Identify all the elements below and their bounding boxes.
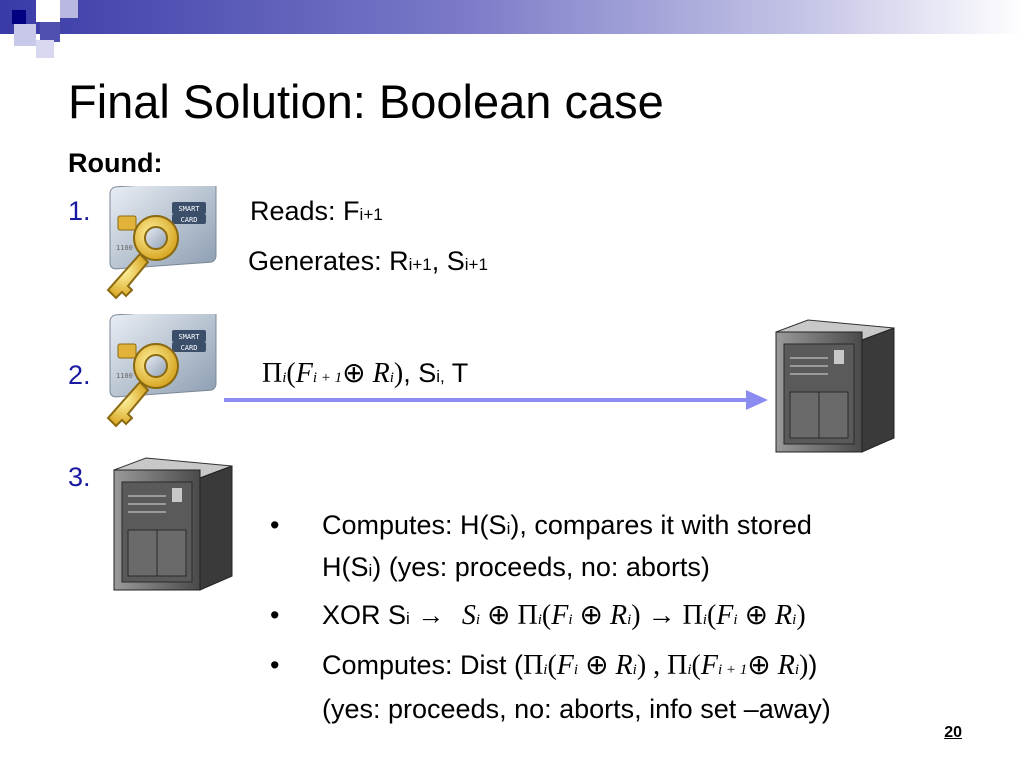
svg-text:SMART: SMART: [178, 333, 200, 341]
bullet-item: • Computes: Dist (Πi(Fi ⊕ Ri) , Πi(Fi + …: [270, 650, 831, 724]
svg-text:CARD: CARD: [181, 344, 198, 352]
page-title: Final Solution: Boolean case: [68, 75, 664, 128]
page-number: 20: [944, 724, 962, 741]
header-square: [36, 0, 60, 22]
header-square: [60, 0, 78, 18]
header-square: [36, 40, 54, 58]
header-square: [12, 10, 26, 24]
smart-card-key-icon: SMART CARD 1100: [106, 186, 217, 300]
svg-text:CARD: CARD: [181, 216, 198, 224]
bullet-item: • Computes: H(Si), compares it with stor…: [270, 510, 812, 582]
round-label: Round:: [68, 148, 163, 178]
svg-text:1100: 1100: [116, 244, 133, 252]
generates-text: Generates: Ri+1, Si+1: [248, 246, 488, 276]
bullet-list: • Computes: H(Si), compares it with stor…: [270, 506, 990, 735]
header-bar: [0, 0, 1024, 34]
step-number-2: 2.: [68, 360, 91, 390]
svg-text:1100: 1100: [116, 372, 133, 380]
smart-card-key-icon: SMART CARD 1100: [106, 314, 217, 428]
step-number-1: 1.: [68, 196, 91, 226]
header-square: [14, 24, 36, 46]
bullet-item: • XOR Si → Si ⊕ Πi(Fi ⊕ Ri) → Πi(Fi ⊕ Ri…: [270, 600, 806, 631]
card-text: SMART: [178, 205, 200, 213]
header-square: [40, 22, 60, 42]
step-number-3: 3.: [68, 462, 91, 492]
server-icon: [775, 319, 895, 453]
reads-text: Reads: Fi+1: [250, 196, 383, 226]
server-icon: [113, 457, 233, 591]
message-formula: Πi(Fi + 1⊕ Ri), Si, T: [262, 358, 469, 389]
send-arrow: [224, 390, 768, 410]
